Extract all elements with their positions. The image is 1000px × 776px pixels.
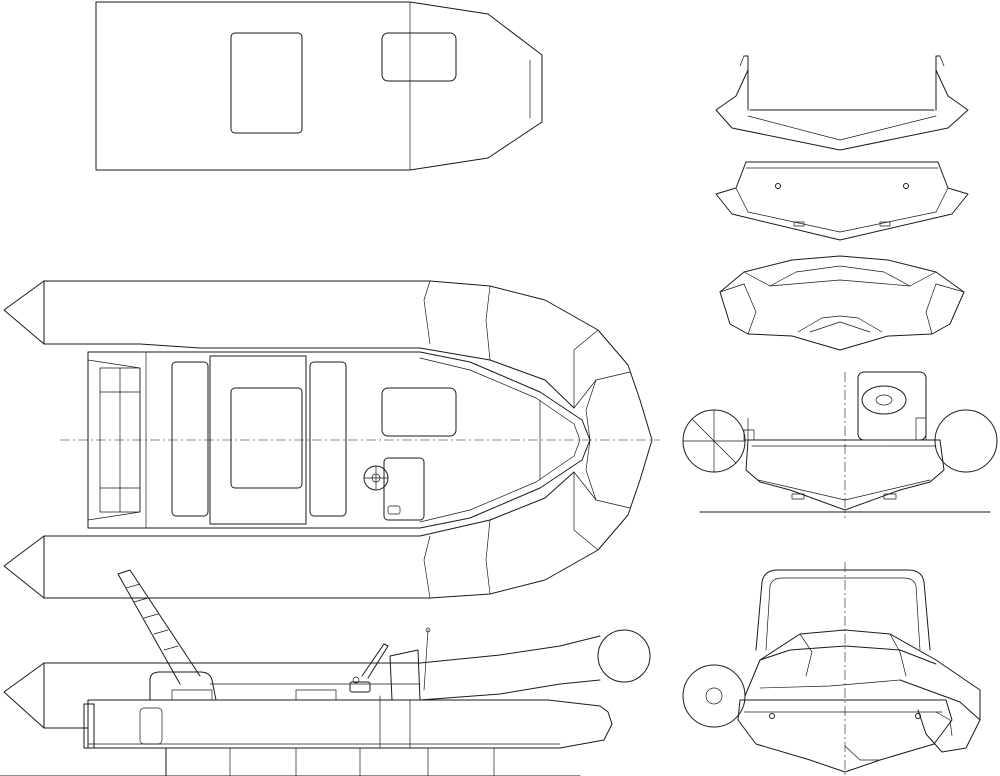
port-tube-cone	[3, 280, 45, 345]
side-profile-view	[0, 569, 651, 776]
tube-section-right	[934, 409, 998, 473]
deck-hatch-large	[230, 32, 303, 134]
bolt-marker	[775, 183, 781, 189]
transom	[83, 703, 95, 749]
rear-elevation-view	[682, 371, 998, 518]
top-plan-view	[3, 280, 660, 599]
front-elevation-view	[682, 562, 981, 776]
mid-seat	[309, 361, 347, 517]
hull-front-perspective	[719, 255, 965, 351]
console-rear	[857, 371, 927, 441]
tube-cone-side	[3, 662, 45, 729]
steering-console	[383, 457, 425, 521]
deck-hatch-small	[381, 32, 457, 82]
hull-cross-section-upper	[715, 55, 969, 151]
hull-cross-section-lower	[715, 161, 969, 241]
rollbar-arch	[755, 569, 931, 651]
starboard-tube-cone	[3, 535, 45, 599]
plan-hatch-large	[230, 387, 303, 489]
bolt-marker	[903, 183, 909, 189]
center-console-base	[209, 355, 307, 525]
deck-plan-view	[95, 1, 543, 171]
bow-tube-side	[597, 629, 651, 683]
steering-wheel-rear	[861, 385, 907, 415]
plan-hatch-small	[381, 387, 457, 437]
console-side	[389, 649, 421, 701]
rear-seat	[171, 361, 209, 517]
front-tube-left	[682, 664, 746, 728]
